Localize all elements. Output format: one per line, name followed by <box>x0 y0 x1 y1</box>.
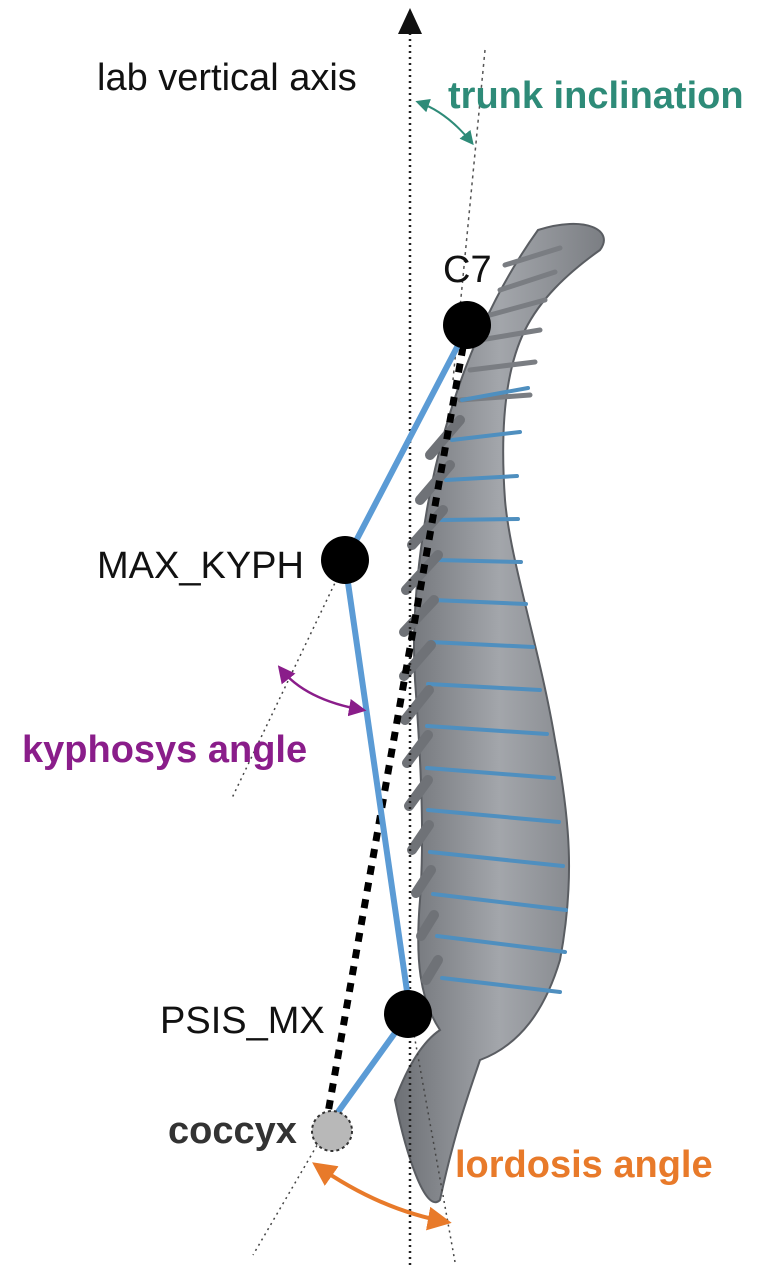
lordosis-angle-arc <box>312 1162 452 1231</box>
lordosis-angle-label: lordosis angle <box>455 1144 713 1186</box>
psis-mx-marker <box>384 990 432 1038</box>
coccyx-marker <box>311 1110 353 1152</box>
psis-mx-label: PSIS_MX <box>160 1000 325 1042</box>
lordosis-extension-line-left <box>252 1134 324 1256</box>
spinal-segment-lines <box>322 328 469 1132</box>
coccyx-label: coccyx <box>168 1110 297 1152</box>
vertical-axis-arrowhead <box>398 8 422 34</box>
spine-illustration-icon <box>393 222 605 1204</box>
max-kyph-label: MAX_KYPH <box>97 545 304 587</box>
vertical-axis-label: lab vertical axis <box>97 57 357 99</box>
trunk-inclination-arc <box>415 99 474 146</box>
kyphosis-angle-arc <box>277 665 367 717</box>
kyphosis-extension-line <box>231 561 346 799</box>
kyphosis-angle-label: kyphosys angle <box>22 729 307 771</box>
max-kyph-marker <box>321 536 369 584</box>
c7-marker <box>443 301 491 349</box>
c7-label: C7 <box>443 249 492 291</box>
trunk-inclination-label: trunk inclination <box>448 75 744 117</box>
